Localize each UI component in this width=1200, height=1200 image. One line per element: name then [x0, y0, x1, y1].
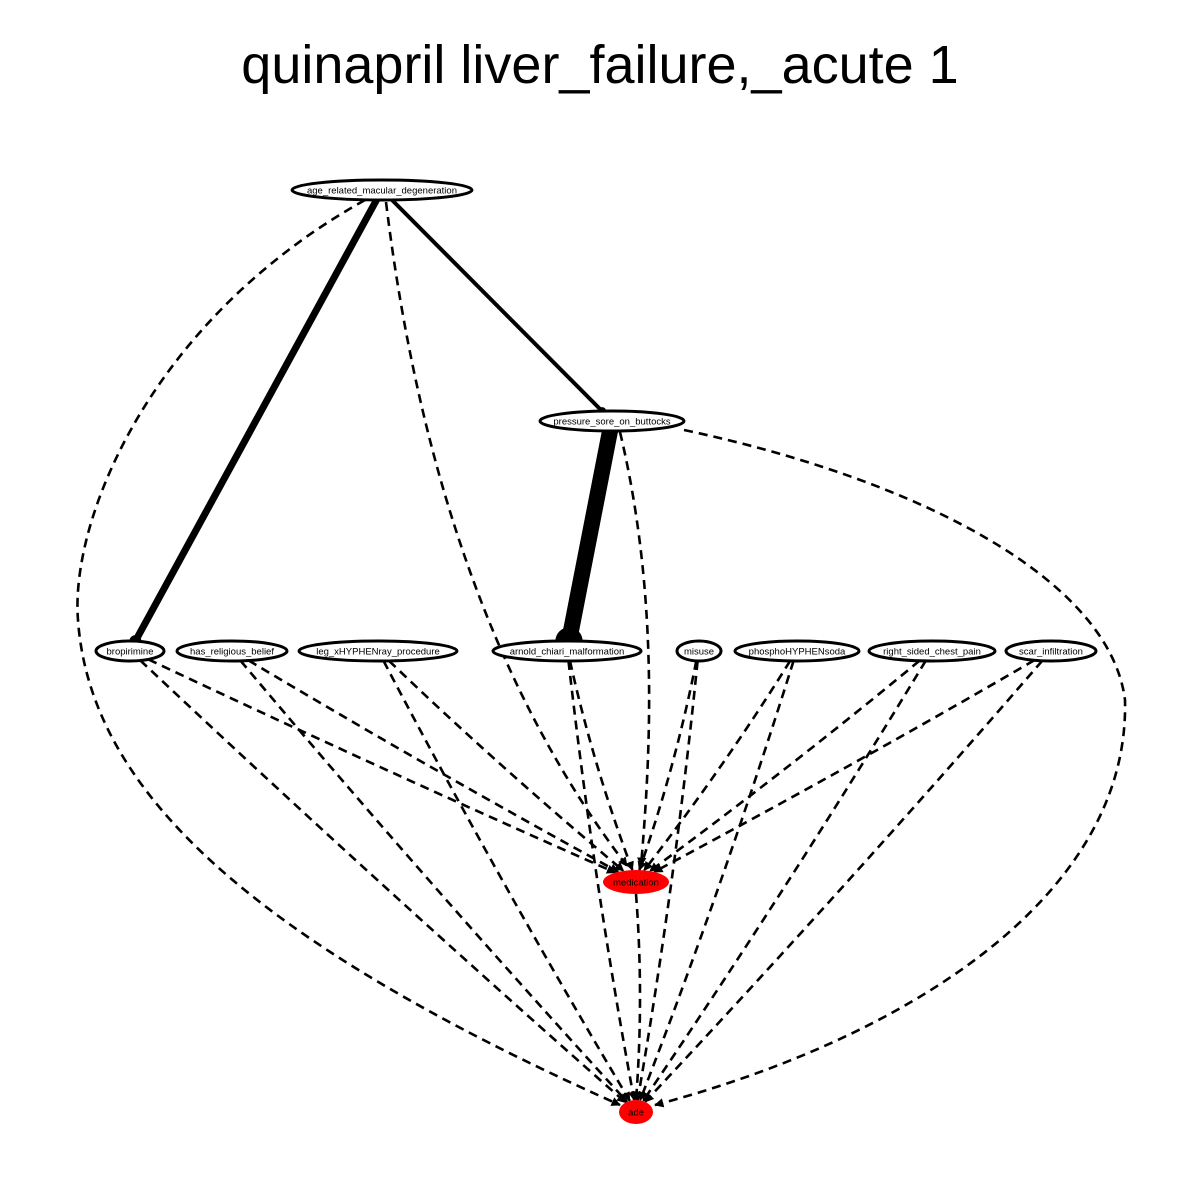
node-label-leg-xhyphenray-procedure: leg_xHYPHENray_procedure [316, 647, 440, 658]
edge-right-sided-chest-pain-to-medication [649, 659, 921, 873]
edge-misuse-to-ade [634, 660, 699, 1102]
node-label-arnold-chiari-malformation: arnold_chiari_malformation [510, 647, 625, 658]
node-label-bropirimine: bropirimine [107, 647, 154, 658]
node-misuse: misuse [675, 639, 723, 663]
node-label-ade: ade [628, 1108, 644, 1119]
nodes-layer: age_related_macular_degeneration pressure… [94, 178, 1098, 1124]
node-shape-has-religious-belief [175, 639, 289, 663]
edge-pressure-sore-on-buttocks-to-ade [654, 428, 1127, 1108]
node-right-sided-chest-pain: right_sided_chest_pain [867, 639, 997, 663]
node-label-age-related-macular-degeneration: age_related_macular_degeneration [307, 186, 457, 197]
page-title: quinapril liver_failure,_acute 1 [241, 35, 959, 95]
node-scar-infiltration: scar_infiltration [1004, 639, 1098, 663]
node-label-pressure-sore-on-buttocks: pressure_sore_on_buttocks [553, 417, 670, 428]
edge-leg-xhyphenray-procedure-to-ade [382, 660, 631, 1102]
node-label-misuse: misuse [684, 647, 714, 658]
edge-right-sided-chest-pain-to-ade [641, 660, 927, 1102]
node-has-religious-belief: has_religious_belief [175, 639, 289, 663]
edge-arnold-chiari-malformation-to-medication [568, 660, 634, 871]
node-shape-misuse [675, 639, 723, 663]
node-ade: ade [619, 1100, 653, 1124]
edge-pressure-sore-on-buttocks-to-medication [618, 431, 651, 867]
node-shape-arnold-chiari-malformation [491, 639, 643, 663]
edge-arnold-chiari-malformation-to-ade [567, 660, 638, 1102]
node-bropirimine: bropirimine [94, 639, 166, 663]
node-label-right-sided-chest-pain: right_sided_chest_pain [883, 647, 981, 658]
node-shape-bropirimine [94, 639, 166, 663]
edge-pressure-sore-on-buttocks-to-arnold-chiari-malformation [561, 423, 618, 649]
edge-bropirimine-to-medication [147, 658, 617, 874]
edge-age-related-macular-degeneration-to-pressure-sore-on-buttocks [389, 197, 605, 414]
node-shape-leg-xhyphenray-procedure [297, 639, 459, 663]
edge-age-related-macular-degeneration-to-bropirimine [131, 196, 380, 645]
node-shape-pressure-sore-on-buttocks [538, 409, 686, 433]
node-arnold-chiari-malformation: arnold_chiari_malformation [491, 639, 643, 663]
edge-misuse-to-medication [637, 660, 698, 871]
node-shape-medication [603, 870, 669, 894]
edge-scar-infiltration-to-ade [644, 659, 1044, 1103]
edges-layer [76, 196, 1127, 1108]
node-shape-age-related-macular-degeneration [290, 178, 474, 202]
node-leg-xhyphenray-procedure: leg_xHYPHENray_procedure [297, 639, 459, 663]
node-label-scar-infiltration: scar_infiltration [1019, 647, 1083, 658]
node-shape-ade [619, 1100, 653, 1124]
node-medication: medication [603, 870, 669, 894]
edge-medication-to-ade [631, 893, 642, 1101]
node-phosphohyphensoda: phosphoHYPHENsoda [733, 639, 861, 663]
node-age-related-macular-degeneration: age_related_macular_degeneration [290, 178, 474, 202]
node-shape-right-sided-chest-pain [867, 639, 997, 663]
edge-has-religious-belief-to-medication [248, 659, 620, 874]
edge-leg-xhyphenray-procedure-to-medication [388, 659, 625, 872]
edge-has-religious-belief-to-ade [239, 660, 629, 1103]
edge-age-related-macular-degeneration-to-ade [76, 198, 621, 1107]
node-shape-scar-infiltration [1004, 639, 1098, 663]
edge-phosphohyphensoda-to-ade [638, 660, 795, 1102]
node-label-medication: medication [613, 878, 659, 889]
edge-phosphohyphensoda-to-medication [643, 660, 792, 872]
node-label-has-religious-belief: has_religious_belief [190, 647, 274, 658]
node-pressure-sore-on-buttocks: pressure_sore_on_buttocks [538, 409, 686, 433]
edge-scar-infiltration-to-medication [653, 659, 1035, 874]
node-shape-phosphohyphensoda [733, 639, 861, 663]
edge-bropirimine-to-ade [139, 659, 627, 1104]
node-label-phosphohyphensoda: phosphoHYPHENsoda [749, 647, 846, 658]
